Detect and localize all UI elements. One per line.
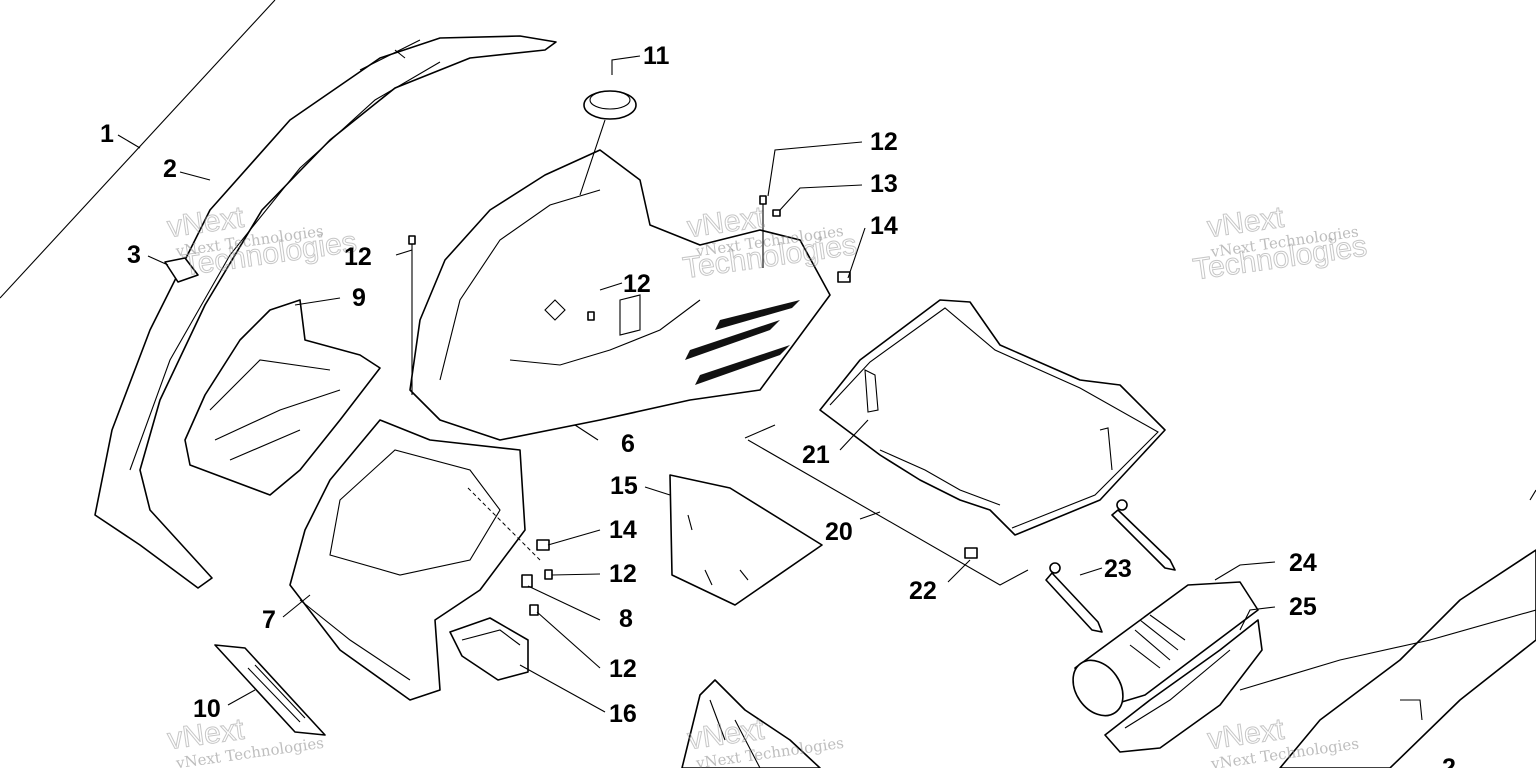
watermark-2: vNext vNext Technologies Technologies bbox=[680, 200, 859, 285]
callout-16: 16 bbox=[609, 700, 637, 728]
callout-21: 21 bbox=[802, 441, 830, 469]
part-1-bracket bbox=[0, 0, 276, 299]
right-edge-parts bbox=[1239, 489, 1536, 768]
callout-20: 20 bbox=[825, 518, 853, 546]
callout-2-b: 2 bbox=[1442, 754, 1456, 768]
callout-24: 24 bbox=[1289, 549, 1317, 577]
part-15-shield bbox=[644, 474, 823, 606]
callout-6: 6 bbox=[621, 430, 635, 458]
part-10-grille bbox=[214, 644, 326, 736]
callout-12-d: 12 bbox=[609, 560, 637, 588]
callout-10: 10 bbox=[193, 695, 221, 723]
callout-3: 3 bbox=[127, 241, 141, 269]
callout-12-b: 12 bbox=[623, 270, 651, 298]
part-3-clip bbox=[147, 255, 199, 283]
watermark-6: vNext vNext Technologies bbox=[1205, 712, 1360, 768]
callout-8: 8 bbox=[619, 605, 633, 633]
watermark-3: vNext vNext Technologies Technologies bbox=[1190, 200, 1369, 287]
callout-12-e: 12 bbox=[609, 655, 637, 683]
callout-12-a: 12 bbox=[344, 243, 372, 271]
part-7-lower-nose bbox=[282, 419, 541, 701]
part-6-hood bbox=[409, 149, 831, 441]
part-20-air-box bbox=[744, 299, 1166, 586]
callouts: 1 2 3 6 7 8 9 10 11 12 12 12 12 12 13 14… bbox=[100, 42, 1456, 768]
callout-1: 1 bbox=[100, 120, 114, 148]
part-25-housing bbox=[1104, 606, 1276, 753]
callout-2: 2 bbox=[163, 155, 177, 183]
part-24-filter bbox=[1072, 561, 1276, 717]
callout-14-a: 14 bbox=[870, 212, 898, 240]
part-23-straps bbox=[1045, 499, 1176, 633]
callout-23: 23 bbox=[1104, 555, 1132, 583]
bottom-partial-part bbox=[681, 679, 821, 768]
part-11-grommet bbox=[579, 55, 641, 196]
callout-22: 22 bbox=[909, 577, 937, 605]
callout-11: 11 bbox=[643, 42, 670, 70]
callout-9: 9 bbox=[352, 284, 366, 312]
part-22-clip bbox=[947, 547, 978, 583]
part-16-bracket bbox=[449, 617, 606, 713]
callout-13: 13 bbox=[870, 170, 898, 198]
fasteners bbox=[395, 141, 866, 669]
part-9-inner-panel bbox=[184, 297, 381, 496]
callout-7: 7 bbox=[262, 606, 276, 634]
callout-25: 25 bbox=[1289, 593, 1317, 621]
callout-15: 15 bbox=[610, 472, 638, 500]
callout-14-b: 14 bbox=[609, 516, 637, 544]
callout-12-c: 12 bbox=[870, 128, 898, 156]
part-2-windshield bbox=[94, 35, 557, 589]
